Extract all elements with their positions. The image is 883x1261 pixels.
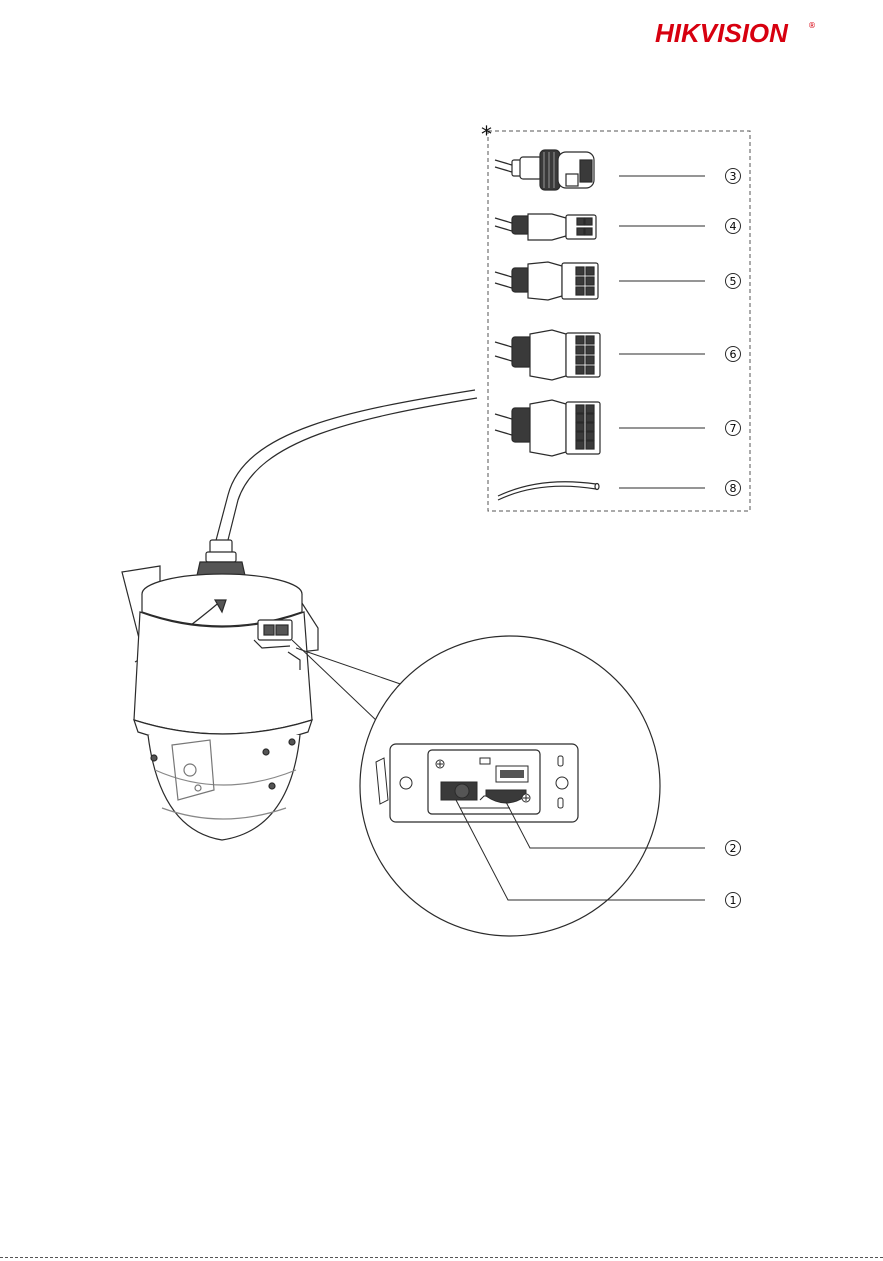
callout-2: 2 — [726, 841, 741, 856]
hikvision-logo: HIKVISION ® — [655, 18, 816, 48]
asterisk-mark: * — [481, 123, 492, 148]
svg-text:5: 5 — [730, 275, 737, 288]
svg-text:2: 2 — [730, 842, 737, 855]
magnified-port-view — [360, 636, 660, 936]
connector-panel-border — [488, 131, 750, 511]
page-bottom-rule — [0, 1257, 883, 1258]
speed-dome-camera — [122, 540, 318, 840]
8-pin-terminal-connector — [495, 330, 600, 380]
callout-3: 3 — [726, 169, 741, 184]
callout-8: 8 — [726, 481, 741, 496]
callout-4: 4 — [726, 219, 741, 234]
svg-text:8: 8 — [730, 482, 737, 495]
callout-6: 6 — [726, 347, 741, 362]
logo-prefix: HIK — [655, 18, 702, 48]
svg-text:7: 7 — [730, 422, 737, 435]
svg-text:4: 4 — [730, 220, 737, 233]
grounding-wire — [498, 482, 599, 500]
svg-text:6: 6 — [730, 348, 737, 361]
callout-5: 5 — [726, 274, 741, 289]
callout-7: 7 — [726, 421, 741, 436]
2-pin-terminal-connector — [495, 214, 596, 240]
logo-registered-mark: ® — [808, 21, 816, 30]
connector-leader-lines — [619, 176, 705, 488]
svg-text:3: 3 — [730, 170, 737, 183]
rj45-network-connector — [495, 150, 594, 190]
connector-panel: * — [481, 123, 750, 511]
10-pin-terminal-connector — [495, 400, 600, 456]
6-pin-terminal-connector — [495, 262, 598, 300]
svg-text:1: 1 — [730, 894, 737, 907]
callout-1: 1 — [726, 893, 741, 908]
main-cable — [214, 390, 477, 548]
logo-suffix: VISION — [700, 18, 789, 48]
camera-dome — [148, 735, 300, 840]
svg-text:HIKVISION: HIKVISION — [655, 18, 789, 48]
